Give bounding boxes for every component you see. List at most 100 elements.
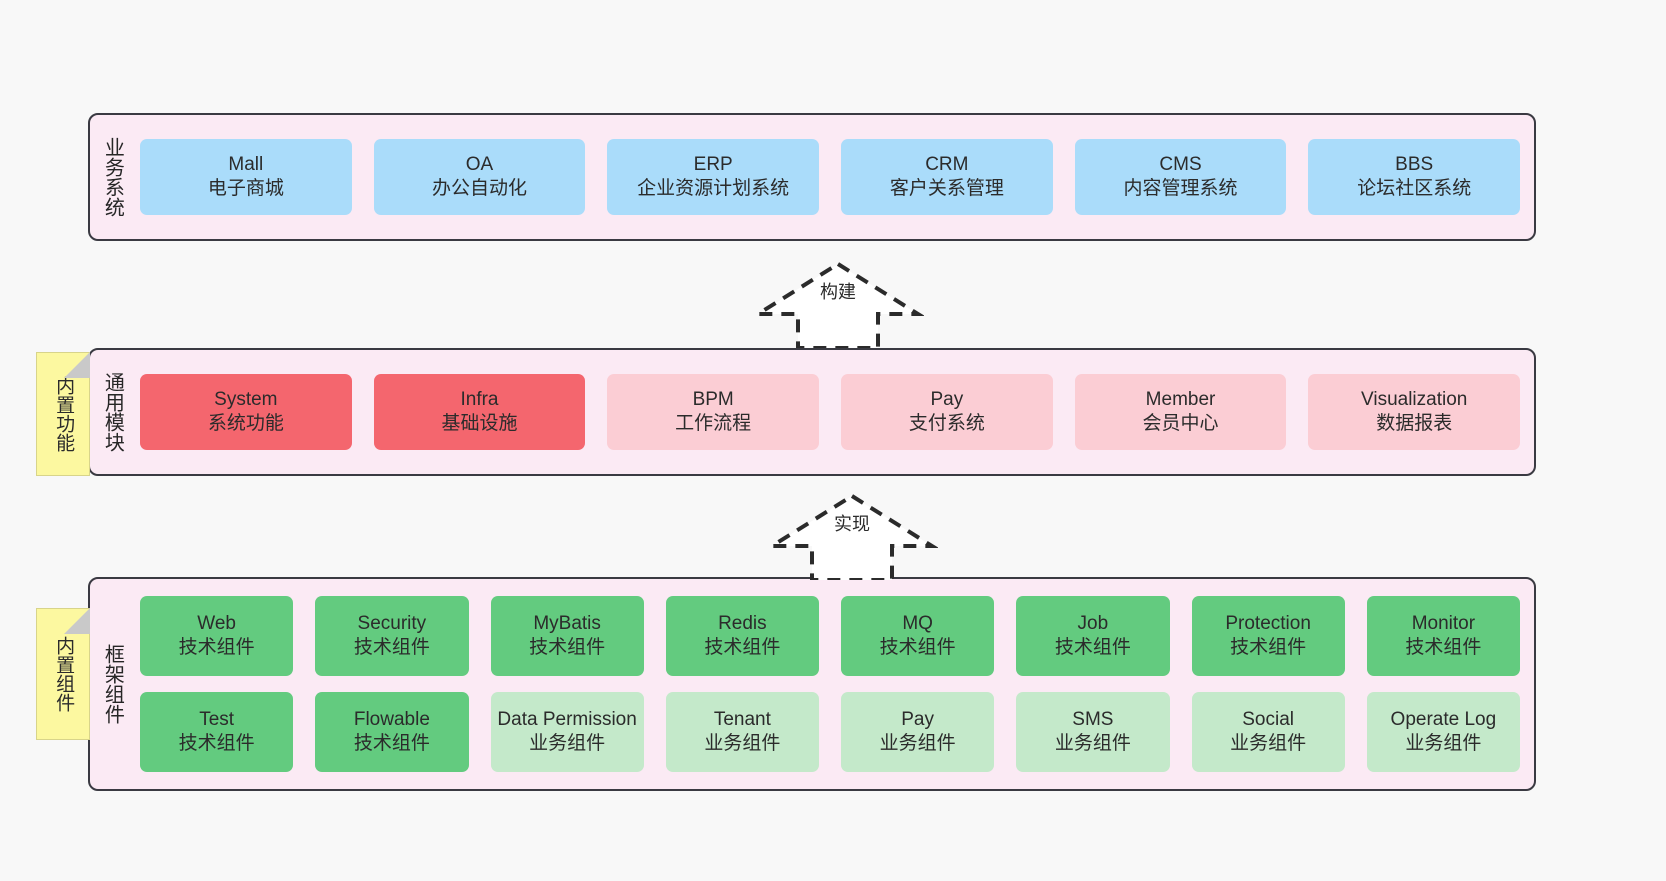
layer-business-system-title: 业务系统 bbox=[101, 137, 124, 217]
layer-common-modules-body: System 系统功能 Infra 基础设施 BPM 工作流程 Pay 支付系统… bbox=[134, 350, 1534, 474]
card-sms[interactable]: SMS 业务组件 bbox=[1016, 692, 1170, 772]
card-monitor-title: Monitor bbox=[1411, 613, 1476, 635]
card-infra[interactable]: Infra 基础设施 bbox=[373, 374, 586, 450]
card-system-subtitle: 系统功能 bbox=[207, 413, 284, 434]
card-protection-title: Protection bbox=[1225, 613, 1311, 635]
card-mq[interactable]: MQ 技术组件 bbox=[841, 596, 995, 676]
card-test[interactable]: Test 技术组件 bbox=[140, 692, 294, 772]
card-bpm[interactable]: BPM 工作流程 bbox=[607, 374, 820, 450]
card-crm-subtitle: 客户关系管理 bbox=[889, 178, 1004, 199]
card-job-title: Job bbox=[1077, 613, 1109, 635]
card-pay-module[interactable]: Pay 支付系统 bbox=[841, 374, 1053, 450]
card-cms-subtitle: 内容管理系统 bbox=[1123, 178, 1238, 199]
card-redis-title: Redis bbox=[718, 613, 767, 635]
card-member-subtitle: 会员中心 bbox=[1142, 413, 1219, 434]
card-operate-log[interactable]: Operate Log 业务组件 bbox=[1366, 692, 1520, 772]
layer-common-modules-title: 通用模块 bbox=[101, 372, 124, 452]
card-mall-title: Mall bbox=[228, 154, 264, 176]
card-system[interactable]: System 系统功能 bbox=[140, 374, 352, 450]
card-crm[interactable]: CRM 客户关系管理 bbox=[841, 139, 1053, 215]
card-protection-subtitle: 技术组件 bbox=[1230, 637, 1307, 658]
card-tenant-subtitle: 业务组件 bbox=[704, 733, 781, 754]
card-pay-component-title: Pay bbox=[901, 709, 934, 731]
card-mq-title: MQ bbox=[902, 613, 933, 635]
card-monitor[interactable]: Monitor 技术组件 bbox=[1366, 596, 1520, 676]
card-social-title: Social bbox=[1242, 709, 1294, 731]
card-sms-subtitle: 业务组件 bbox=[1054, 733, 1131, 754]
card-oa-subtitle: 办公自动化 bbox=[432, 178, 528, 199]
sticky-note-builtin-features: 内置功能 bbox=[36, 352, 90, 476]
card-operate-log-title: Operate Log bbox=[1390, 709, 1497, 731]
arrow-build-icon bbox=[751, 262, 925, 350]
framework-components-row-2: Test 技术组件 Flowable 技术组件 Data Permission … bbox=[140, 692, 1520, 772]
arrow-implement-icon bbox=[765, 494, 939, 582]
card-web-subtitle: 技术组件 bbox=[178, 637, 255, 658]
card-bbs-subtitle: 论坛社区系统 bbox=[1357, 178, 1472, 199]
card-security-title: Security bbox=[357, 613, 427, 635]
card-web[interactable]: Web 技术组件 bbox=[140, 596, 294, 676]
card-visualization-subtitle: 数据报表 bbox=[1376, 413, 1453, 434]
card-visualization[interactable]: Visualization 数据报表 bbox=[1308, 374, 1521, 450]
card-pay-component-subtitle: 业务组件 bbox=[879, 733, 956, 754]
card-flowable-subtitle: 技术组件 bbox=[353, 733, 430, 754]
layer-framework-components: 框架组件 Web 技术组件 Security 技术组件 MyBatis 技术组件… bbox=[88, 577, 1536, 791]
card-visualization-title: Visualization bbox=[1361, 389, 1468, 411]
card-security[interactable]: Security 技术组件 bbox=[315, 596, 469, 676]
card-bpm-subtitle: 工作流程 bbox=[675, 413, 752, 434]
card-web-title: Web bbox=[197, 613, 236, 635]
card-system-title: System bbox=[214, 389, 278, 411]
layer-common-modules: 通用模块 System 系统功能 Infra 基础设施 BPM 工作流程 Pay… bbox=[88, 348, 1536, 476]
card-mall-subtitle: 电子商城 bbox=[207, 178, 284, 199]
card-erp-subtitle: 企业资源计划系统 bbox=[637, 178, 790, 199]
card-job-subtitle: 技术组件 bbox=[1054, 637, 1131, 658]
common-modules-row: System 系统功能 Infra 基础设施 BPM 工作流程 Pay 支付系统… bbox=[140, 374, 1521, 450]
card-test-subtitle: 技术组件 bbox=[178, 733, 255, 754]
sticky-note-builtin-components: 内置组件 bbox=[36, 608, 90, 740]
card-crm-title: CRM bbox=[925, 154, 969, 176]
card-social-subtitle: 业务组件 bbox=[1230, 733, 1307, 754]
card-protection[interactable]: Protection 技术组件 bbox=[1191, 596, 1345, 676]
card-cms[interactable]: CMS 内容管理系统 bbox=[1074, 139, 1287, 215]
card-test-title: Test bbox=[199, 709, 235, 731]
card-pay-module-subtitle: 支付系统 bbox=[908, 413, 985, 434]
card-bbs[interactable]: BBS 论坛社区系统 bbox=[1308, 139, 1521, 215]
arrow-implement: 实现 bbox=[765, 490, 939, 582]
card-bbs-title: BBS bbox=[1395, 154, 1434, 176]
card-tenant-title: Tenant bbox=[713, 709, 771, 731]
card-security-subtitle: 技术组件 bbox=[353, 637, 430, 658]
card-data-permission[interactable]: Data Permission 业务组件 bbox=[490, 692, 644, 772]
card-cms-title: CMS bbox=[1159, 154, 1202, 176]
card-flowable[interactable]: Flowable 技术组件 bbox=[315, 692, 469, 772]
card-mall[interactable]: Mall 电子商城 bbox=[140, 139, 352, 215]
card-job[interactable]: Job 技术组件 bbox=[1016, 596, 1170, 676]
card-redis[interactable]: Redis 技术组件 bbox=[665, 596, 819, 676]
card-monitor-subtitle: 技术组件 bbox=[1405, 637, 1482, 658]
card-erp-title: ERP bbox=[693, 154, 733, 176]
card-bpm-title: BPM bbox=[692, 389, 734, 411]
card-mq-subtitle: 技术组件 bbox=[879, 637, 956, 658]
card-data-permission-title: Data Permission bbox=[497, 709, 637, 731]
card-infra-subtitle: 基础设施 bbox=[441, 413, 518, 434]
layer-framework-components-title: 框架组件 bbox=[101, 644, 124, 724]
layer-business-system: 业务系统 Mall 电子商城 OA 办公自动化 ERP 企业资源计划系统 CRM… bbox=[88, 113, 1536, 241]
business-system-row: Mall 电子商城 OA 办公自动化 ERP 企业资源计划系统 CRM 客户关系… bbox=[140, 139, 1521, 215]
arrow-build: 构建 bbox=[751, 258, 925, 350]
card-oa-title: OA bbox=[465, 154, 494, 176]
layer-framework-components-body: Web 技术组件 Security 技术组件 MyBatis 技术组件 Redi… bbox=[134, 579, 1534, 789]
card-sms-title: SMS bbox=[1072, 709, 1114, 731]
card-mybatis[interactable]: MyBatis 技术组件 bbox=[490, 596, 644, 676]
card-tenant[interactable]: Tenant 业务组件 bbox=[665, 692, 819, 772]
card-infra-title: Infra bbox=[460, 389, 499, 411]
framework-components-row-1: Web 技术组件 Security 技术组件 MyBatis 技术组件 Redi… bbox=[140, 596, 1520, 676]
card-pay-component[interactable]: Pay 业务组件 bbox=[841, 692, 995, 772]
card-operate-log-subtitle: 业务组件 bbox=[1405, 733, 1482, 754]
card-data-permission-subtitle: 业务组件 bbox=[529, 733, 606, 754]
card-erp[interactable]: ERP 企业资源计划系统 bbox=[607, 139, 820, 215]
card-pay-module-title: Pay bbox=[930, 389, 964, 411]
card-member[interactable]: Member 会员中心 bbox=[1074, 374, 1287, 450]
card-oa[interactable]: OA 办公自动化 bbox=[373, 139, 586, 215]
card-redis-subtitle: 技术组件 bbox=[704, 637, 781, 658]
card-social[interactable]: Social 业务组件 bbox=[1191, 692, 1345, 772]
card-flowable-title: Flowable bbox=[353, 709, 430, 731]
